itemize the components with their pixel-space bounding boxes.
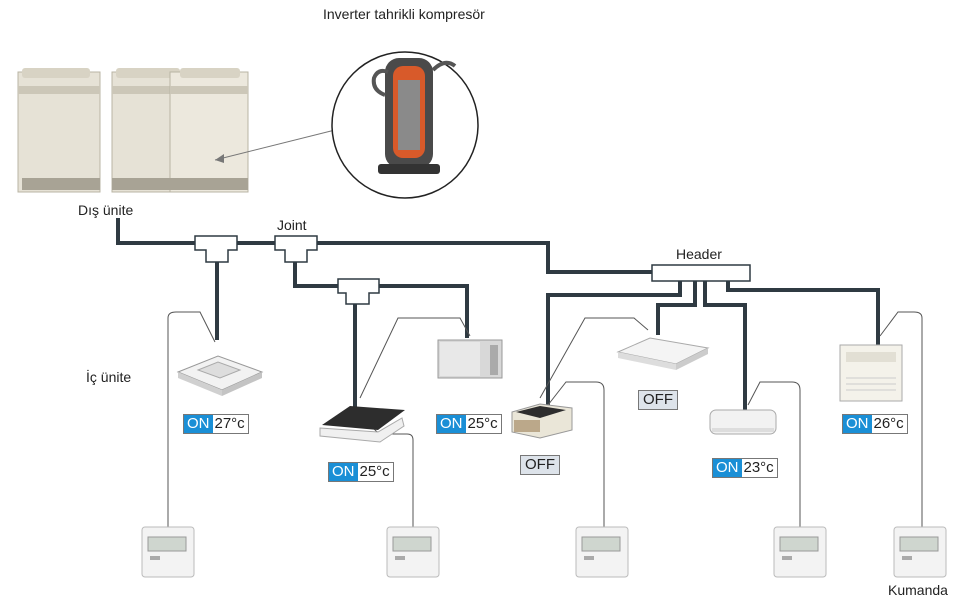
on-indicator: ON — [713, 459, 742, 477]
on-indicator: ON — [184, 415, 213, 433]
remote-controller-icon — [386, 526, 440, 578]
ceiling-unit-icon — [616, 337, 710, 370]
status-badge-off: OFF — [520, 455, 560, 475]
joint-label: Joint — [277, 217, 307, 233]
control-wiring — [167, 311, 923, 540]
joint-fitting — [194, 235, 238, 263]
floor-unit-icon — [839, 344, 903, 402]
temperature-readout: 25°c — [467, 415, 498, 432]
status-badge: ON 23°c — [712, 458, 778, 478]
joint-fitting — [337, 278, 380, 305]
temperature-readout: 23°c — [743, 459, 774, 476]
wall-unit-icon — [709, 409, 777, 435]
ducted-unit-icon — [437, 339, 503, 379]
header-label: Header — [676, 246, 722, 262]
joint-fitting — [274, 235, 318, 263]
remote-controller-icon — [575, 526, 629, 578]
compressor-label: Inverter tahrikli kompresör — [323, 6, 485, 22]
on-indicator: ON — [437, 415, 466, 433]
cassette-unit-icon — [176, 355, 264, 396]
temperature-readout: 25°c — [359, 463, 390, 480]
on-indicator: ON — [329, 463, 358, 481]
outdoor-unit-icon — [17, 68, 249, 193]
remote-label: Kumanda — [888, 582, 948, 598]
on-indicator: ON — [843, 415, 872, 433]
ducted-unit-icon — [511, 403, 573, 439]
ducted-unit-icon — [319, 406, 405, 443]
status-badge: ON 25°c — [328, 462, 394, 482]
temperature-readout: 26°c — [873, 415, 904, 432]
compressor-icon — [331, 51, 479, 199]
temperature-readout: 27°c — [214, 415, 245, 432]
remote-controller-icon — [141, 526, 195, 578]
status-badge: ON 25°c — [436, 414, 502, 434]
refrigerant-piping — [116, 218, 880, 412]
header-fitting — [651, 264, 751, 282]
remote-controller-icon — [773, 526, 827, 578]
remote-controller-icon — [893, 526, 947, 578]
status-badge: ON 27°c — [183, 414, 249, 434]
status-badge-off: OFF — [638, 390, 678, 410]
pipe-fittings — [194, 235, 751, 305]
outdoor-unit-label: Dış ünite — [78, 202, 134, 218]
indoor-unit-label: İç ünite — [86, 369, 132, 385]
status-badge: ON 26°c — [842, 414, 908, 434]
